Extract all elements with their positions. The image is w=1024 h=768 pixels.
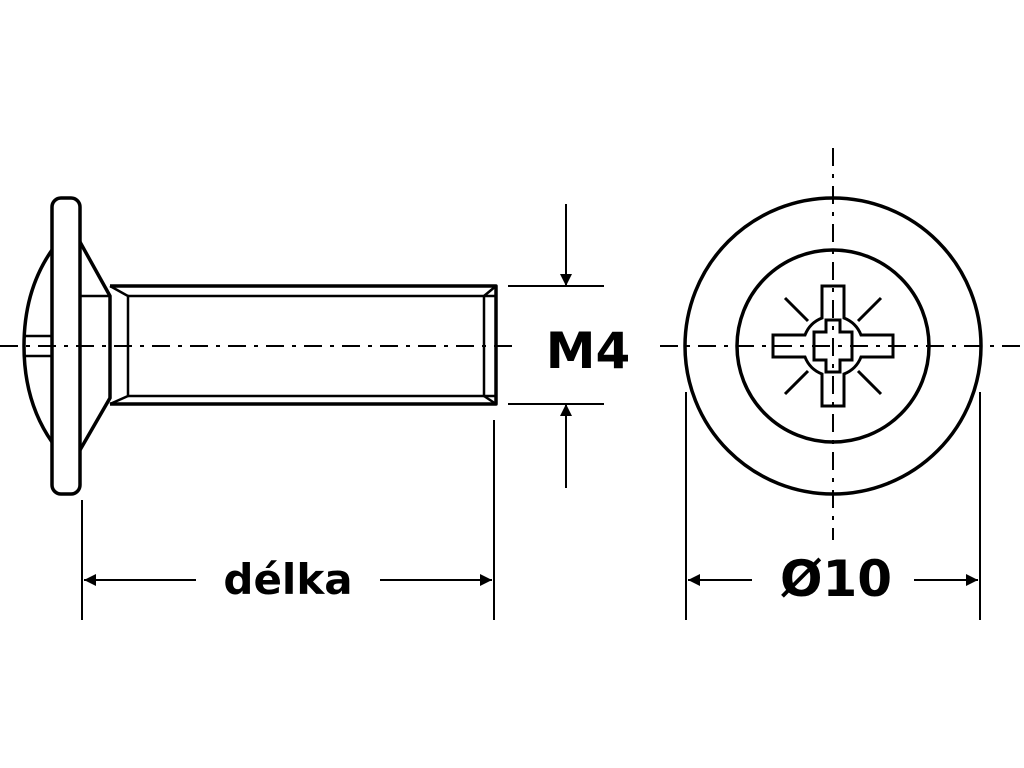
thread-lines xyxy=(128,294,496,398)
thread-size-label: M4 xyxy=(546,322,631,380)
neck-taper xyxy=(78,241,112,451)
length-dimension xyxy=(81,420,495,620)
diagonal-ribs xyxy=(783,296,883,396)
diameter-dimension xyxy=(685,392,981,620)
head-slot xyxy=(24,334,52,358)
center-cross xyxy=(812,318,854,374)
diameter-label: Ø10 xyxy=(780,550,892,608)
thread-dimension xyxy=(508,204,604,488)
length-label: délka xyxy=(223,555,352,604)
pozidriv-recess xyxy=(771,284,895,408)
head-dome xyxy=(22,248,54,444)
